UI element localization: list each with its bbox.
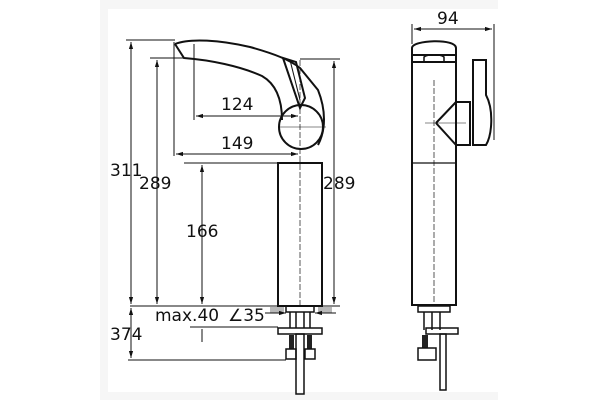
dim-spout-reach: 124: [221, 95, 253, 115]
dim-body-height: 166: [186, 222, 218, 242]
dim-total-height: 311: [110, 161, 142, 181]
dim-spout-height-left: 289: [139, 174, 171, 194]
tap-body: [277, 60, 323, 307]
dim-handle-height-right: 289: [323, 174, 355, 194]
dim-max-deck-thickness: max.40: [155, 306, 219, 326]
side-body: [411, 54, 457, 306]
dimension-lines: [126, 39, 340, 361]
dim-below-deck: 374: [110, 325, 142, 345]
side-spout-top: [411, 40, 457, 63]
dim-hole-diameter: ∠35: [228, 306, 265, 326]
front-view: 311 289 166 289 124 149 max.40 ∠35 374: [110, 39, 355, 395]
spout: [174, 39, 325, 146]
side-dimension-lines: [411, 24, 495, 140]
side-view: 94: [411, 9, 495, 391]
side-handle: [435, 101, 471, 146]
handle-lever: [281, 56, 307, 111]
dim-side-width: 94: [437, 9, 459, 29]
dim-spout-length: 149: [221, 134, 253, 154]
side-mounting-hardware: [417, 305, 459, 391]
mounting-hardware: [277, 305, 323, 395]
